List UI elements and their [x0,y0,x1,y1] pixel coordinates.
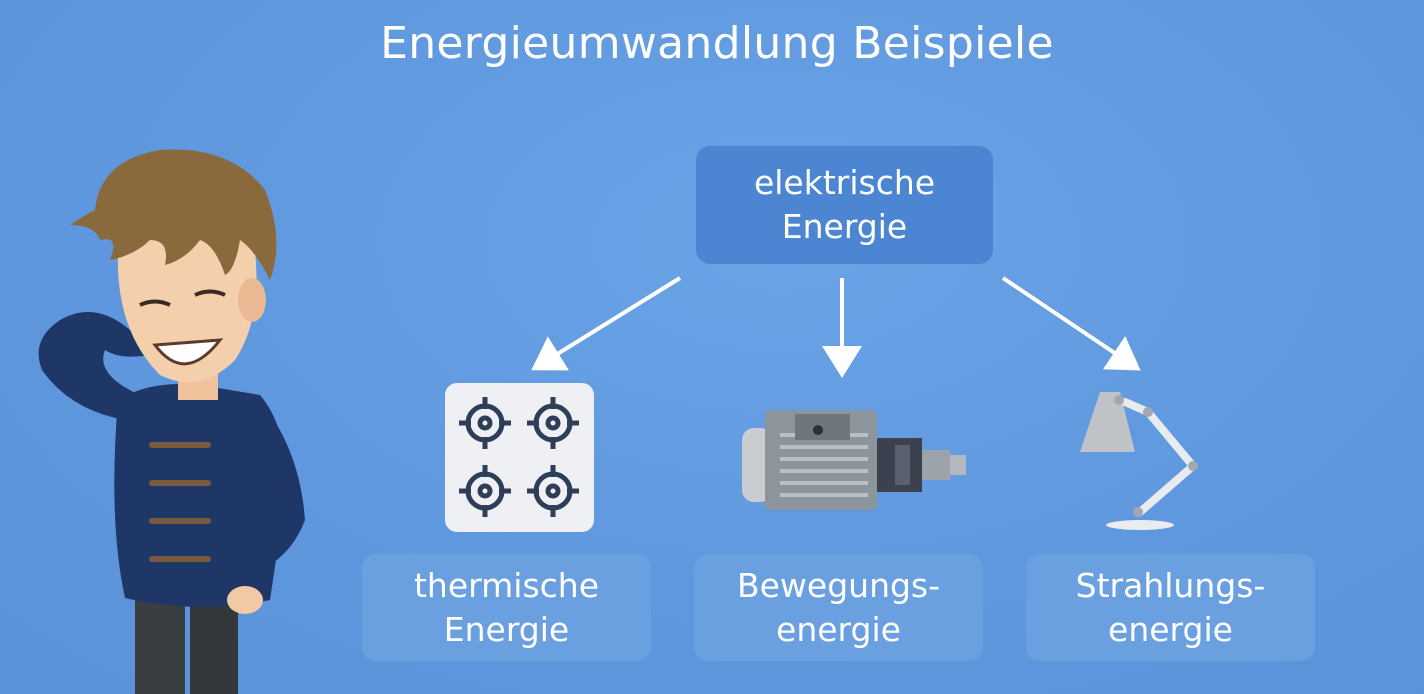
arrow-to-thermal [531,276,682,371]
source-box-electric-energy: elektrische Energie [696,146,993,264]
source-label-line2: Energie [781,207,908,246]
target-label-line2: Energie [443,609,570,649]
target-box-radiant-energy: Strahlungs- energie [1026,554,1315,661]
target-label-line1: thermische [413,565,599,605]
stove-icon [445,383,594,532]
target-label-line2: energie [776,609,901,649]
target-label-line2: energie [1108,609,1233,649]
source-label-line1: elektrische [753,163,936,202]
target-box-kinetic-energy: Bewegungs- energie [694,554,983,661]
arrow-to-radiation [1001,276,1141,371]
page-title: Energieumwandlung Beispiele [380,18,1054,69]
target-label-line1: Bewegungs- [736,565,941,605]
target-box-thermal-energy: thermische Energie [362,554,651,661]
target-label-line1: Strahlungs- [1075,565,1266,605]
